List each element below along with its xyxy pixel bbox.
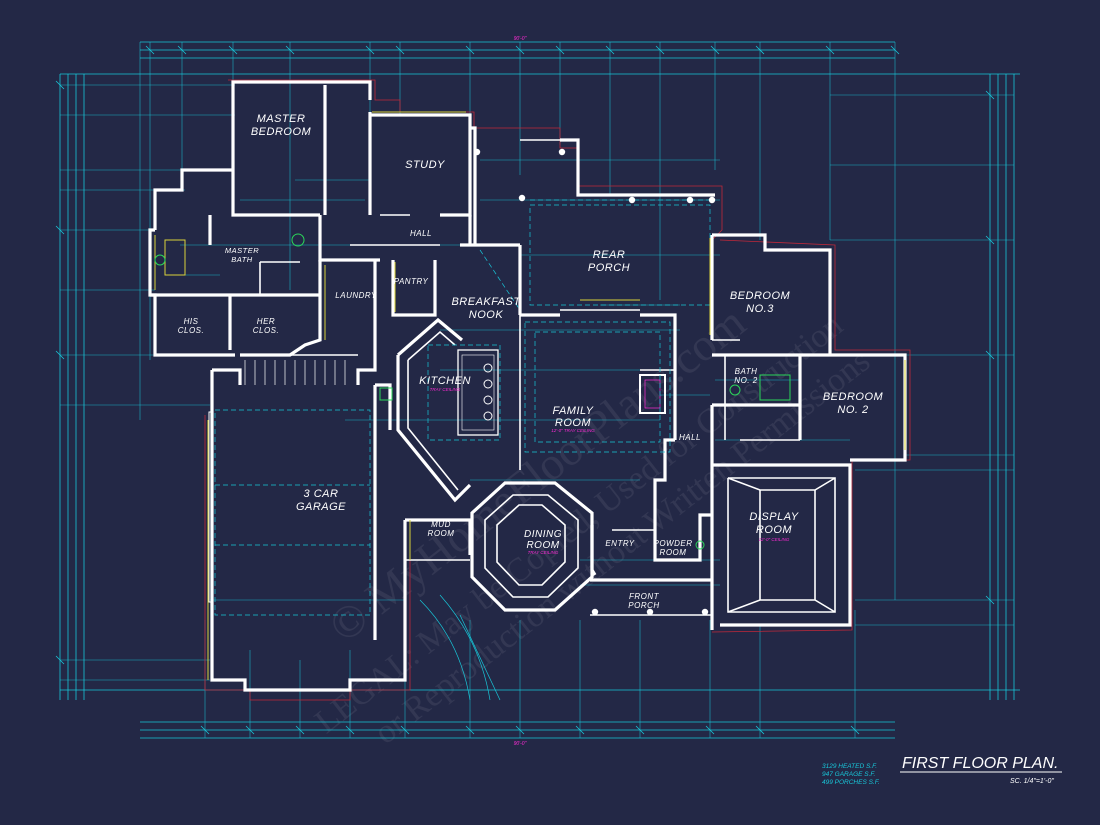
kitchen-ceiling-note: TRAY CEILING: [430, 387, 461, 392]
area-heated: 3129 HEATED S.F.: [822, 763, 877, 770]
area-porches: 499 PORCHES S.F.: [822, 779, 880, 786]
kitchen-label: KITCHEN: [419, 375, 471, 387]
hall-east-label: HALL: [679, 433, 701, 442]
front-walk: [419, 594, 501, 701]
dimension-grid: [55, 41, 1020, 739]
title-block: FIRST FLOOR PLAN. SC. 1/4"=1'-0" 3129 HE…: [822, 755, 1062, 786]
overall-dimension-bottom: 90'-0": [514, 741, 527, 747]
plan-scale: SC. 1/4"=1'-0": [1010, 778, 1054, 785]
plan-title: FIRST FLOOR PLAN.: [902, 755, 1058, 772]
entry-label: ENTRY: [605, 539, 634, 548]
overall-dimension-top: 90'-0": [514, 36, 527, 42]
dining-room-ceiling-note: TRAY CEILING: [528, 550, 559, 555]
dimension-strings: 90'-0" 90'-0": [514, 36, 527, 747]
stairs: [244, 360, 346, 385]
cabinet-lines: [154, 111, 906, 680]
hall-north-label: HALL: [410, 229, 432, 238]
exterior-outline: [204, 79, 911, 701]
laundry-label: LAUNDRY: [335, 291, 377, 300]
ceiling-lines: [214, 199, 715, 616]
pantry-label: PANTRY: [394, 277, 429, 286]
kitchen-island: [457, 349, 499, 436]
plumbing-fixtures: [154, 233, 791, 550]
study-label: STUDY: [405, 159, 445, 171]
family-room-ceiling-note: 12'-0" TRAY CEILING: [551, 428, 595, 433]
porch-columns: [473, 148, 716, 616]
area-garage: 947 GARAGE S.F.: [822, 771, 876, 778]
walls: [148, 80, 907, 692]
display-room-ceiling-note: 12'-0" CEILING: [759, 537, 790, 542]
